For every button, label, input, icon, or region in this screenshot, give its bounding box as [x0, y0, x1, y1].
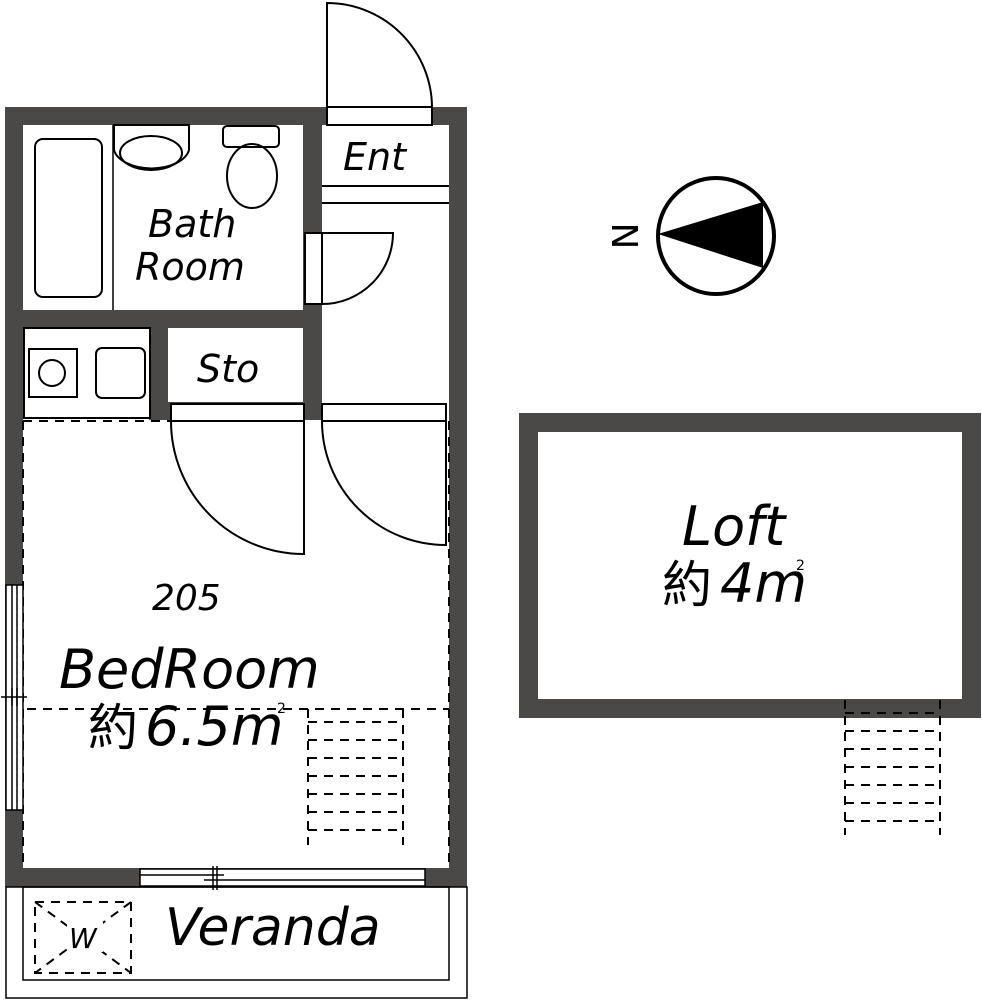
bath-label-line1: Bath: [148, 202, 236, 246]
bedroom-area: 約 6.5m 2: [88, 695, 286, 758]
bathroom-door[interactable]: [304, 232, 395, 305]
unit-number: 205: [152, 578, 221, 619]
main-unit-walls: [5, 107, 467, 887]
veranda-label: Veranda: [165, 898, 381, 958]
loft-walls: [519, 413, 981, 718]
toilet: [222, 125, 280, 209]
north-arrow-icon: [658, 202, 763, 268]
left-window[interactable]: [1, 584, 27, 811]
loft-ladder: [844, 700, 941, 835]
bedroom-label: BedRoom: [59, 638, 320, 701]
bedroom-door[interactable]: [321, 403, 447, 547]
entrance-label: Ent: [343, 135, 408, 179]
storage-door[interactable]: [170, 403, 305, 556]
bedroom-area-value: 6.5m: [145, 695, 283, 758]
bedroom-area-prefix: 約: [88, 699, 138, 757]
veranda-sliding-door[interactable]: [139, 866, 426, 890]
sink: [113, 124, 190, 171]
bedroom-area-sup: 2: [277, 701, 286, 717]
bath-label-line2: Room: [135, 245, 245, 289]
loft-area-sup: 2: [796, 558, 805, 574]
washer-space: W: [34, 901, 132, 974]
bathtub: [34, 125, 114, 310]
loft-area-value: 4m: [720, 552, 807, 615]
kitchen: [23, 327, 151, 419]
loft-area: 約 4m 2: [662, 552, 807, 615]
storage-label: Sto: [197, 347, 259, 391]
entrance-door[interactable]: [326, 1, 433, 126]
washer-label: W: [69, 922, 98, 955]
compass-north-label: N: [603, 223, 644, 250]
veranda: [5, 886, 468, 999]
ladder: [307, 709, 404, 845]
loft-label: Loft: [682, 495, 787, 558]
loft-area-prefix: 約: [662, 556, 712, 614]
compass: N: [603, 176, 776, 296]
